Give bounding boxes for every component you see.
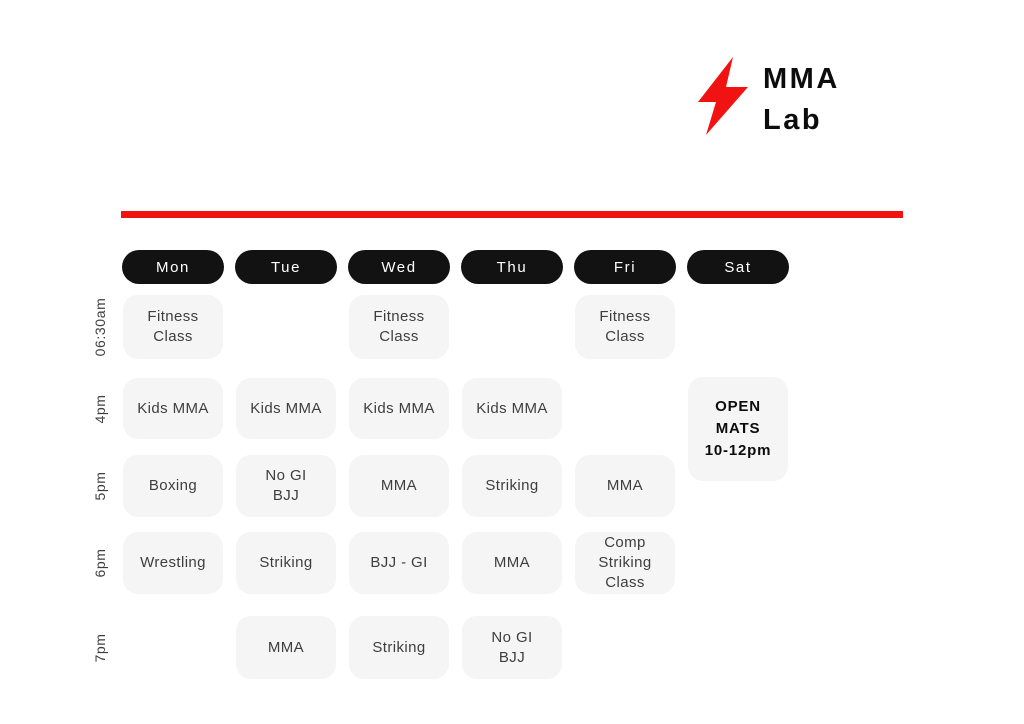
schedule-cell-thu-5pm: Striking [462,455,562,517]
schedule-cell-thu-6pm: MMA [462,532,562,594]
cell-line: Striking [372,638,426,656]
schedule-cell-thu-4pm: Kids MMA [462,378,562,439]
lightning-bolt-icon [698,57,748,135]
logo-line1: MMA [763,63,840,95]
time-label-6pm: 6pm [92,548,108,578]
cell-line: Fitness [147,308,199,325]
logo-text: MMA Lab [763,57,840,141]
schedule-cell-wed-5pm: MMA [349,455,449,517]
cell-line: BJJ - GI [370,554,428,571]
day-pill-thu[interactable]: Thu [461,250,563,284]
cell-line: MMA [380,477,418,494]
cell-line: Comp [604,534,646,551]
cell-line: Class [605,328,645,345]
cell-line: Fitness [373,308,425,325]
schedule-cell-tue-7pm: MMA [236,616,336,679]
day-pill-sat[interactable]: Sat [687,250,789,284]
day-pill-tue[interactable]: Tue [235,250,337,284]
logo-line2: Lab [763,104,823,136]
cell-line: MATS [715,420,761,437]
time-label-4pm: 4pm [92,393,108,424]
cell-line: BJJ [272,487,300,504]
schedule-cell-mon-6pm: Wrestling [123,532,223,594]
cell-line: 10-12pm [704,442,772,459]
schedule-cell-wed-6pm: BJJ - GI [349,532,449,594]
cell-line: Kids MMA [137,399,209,417]
cell-line: Striking [485,477,539,494]
schedule-cell-tue-4pm: Kids MMA [236,378,336,439]
cell-line: OPEN [715,398,761,415]
cell-line: No GI [491,628,533,646]
schedule-cell-fri-5pm: MMA [575,455,675,517]
schedule-cell-tue-5pm: No GI BJJ [236,455,336,517]
cell-line: Kids MMA [476,399,548,417]
cell-line: Class [605,574,645,591]
day-pill-wed[interactable]: Wed [348,250,450,284]
cell-line: Class [379,328,419,345]
day-pill-mon[interactable]: Mon [122,250,224,284]
schedule-cell-wed-4pm: Kids MMA [349,378,449,439]
cell-line: Kids MMA [250,399,322,417]
cell-line: BJJ [498,648,526,666]
schedule-cell-mon-4pm: Kids MMA [123,378,223,439]
schedule-cell-mon-5pm: Boxing [123,455,223,517]
time-label-06-30am: 06:30am [92,297,108,357]
day-pill-fri[interactable]: Fri [574,250,676,284]
logo: MMA Lab [696,57,840,141]
cell-line: MMA [267,638,305,656]
schedule-cell-wed-7pm: Striking [349,616,449,679]
cell-line: MMA [493,554,531,571]
cell-line: Striking [259,554,313,571]
cell-line: Boxing [148,477,198,494]
cell-line: Striking [598,554,652,571]
red-divider [121,211,903,218]
cell-line: Wrestling [140,554,206,571]
cell-line: MMA [606,477,644,494]
schedule-cell-tue-6pm: Striking [236,532,336,594]
cell-line: Kids MMA [363,399,435,417]
schedule-cell-thu-7pm: No GI BJJ [462,616,562,679]
schedule-cell-sat-4pm: OPEN MATS 10-12pm [688,377,788,481]
cell-line: Fitness [599,308,651,325]
cell-line: No GI [265,467,307,484]
time-label-7pm: 7pm [92,632,108,663]
cell-line: Class [153,328,193,345]
